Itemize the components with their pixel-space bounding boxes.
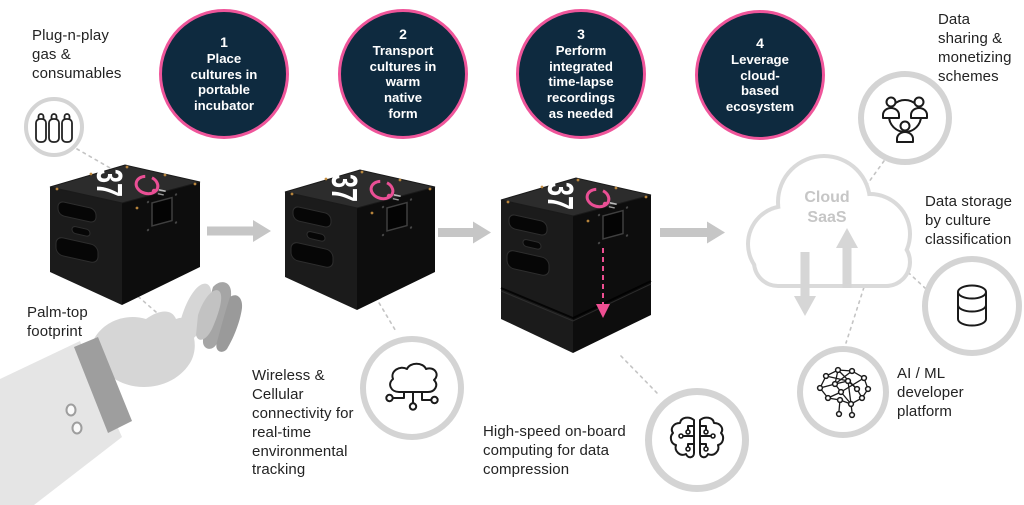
cuff <box>74 337 132 433</box>
data-sharing-label: Data sharing & monetizing schemes <box>938 11 1012 85</box>
step-number: 3 <box>577 25 585 42</box>
data-storage-circle <box>922 256 1022 356</box>
brain-circuit-icon <box>669 416 725 459</box>
open-hand-graphic <box>0 282 243 505</box>
step-label: Perform integrated time-lapse recordings… <box>546 42 616 122</box>
onboard-computing-label: High-speed on-board computing for data c… <box>483 423 626 478</box>
flow-arrows <box>207 220 725 244</box>
onboard-computing-circle <box>645 388 749 492</box>
step-number: 4 <box>756 34 764 51</box>
step-label: Leverage cloud- based ecosystem <box>725 51 795 115</box>
ai-ml-label: AI / ML developer platform <box>897 365 964 420</box>
cuff-button <box>65 403 77 417</box>
data-sharing-circle <box>858 71 952 165</box>
step-number: 1 <box>220 33 228 50</box>
plug-n-play-label: Plug-n-play gas & consumables <box>32 27 122 82</box>
data-storage-label: Data storage by culture classification <box>925 193 1013 248</box>
cloud-connectivity-icon <box>385 362 439 411</box>
step-circle-1: 1 Place cultures in portable incubator <box>159 9 289 139</box>
step-label: Place cultures in portable incubator <box>190 50 258 114</box>
wireless-label: Wireless & Cellular connectivity for rea… <box>252 367 354 479</box>
wireless-connectivity-circle <box>360 336 464 440</box>
cuff-button <box>71 421 83 435</box>
step-label: Transport cultures in warm native form <box>369 42 437 122</box>
step-circle-4: 4 Leverage cloud- based ecosystem <box>695 10 825 140</box>
palm-top-label: Palm-top footprint <box>27 304 88 340</box>
incubator-cube-2 <box>285 170 435 310</box>
step-number: 2 <box>399 25 407 42</box>
cloud-saas-shape <box>746 154 912 316</box>
people-network-icon <box>882 96 928 143</box>
incubator-cube-1 <box>50 165 200 305</box>
timelapse-arrow-icon <box>596 248 610 318</box>
step-circle-3: 3 Perform integrated time-lapse recordin… <box>516 9 646 139</box>
ai-ml-circle <box>797 346 889 438</box>
gas-bottles-icon <box>35 113 73 143</box>
database-icon <box>957 284 987 327</box>
cloud-sync-arrows <box>794 228 858 316</box>
step-circle-2: 2 Transport cultures in warm native form <box>338 9 468 139</box>
incubator-cube-3-stacked <box>499 176 653 353</box>
neural-network-icon <box>816 366 872 419</box>
gas-consumables-circle <box>24 97 84 157</box>
cloud-saas-label: Cloud SaaS <box>804 189 850 226</box>
